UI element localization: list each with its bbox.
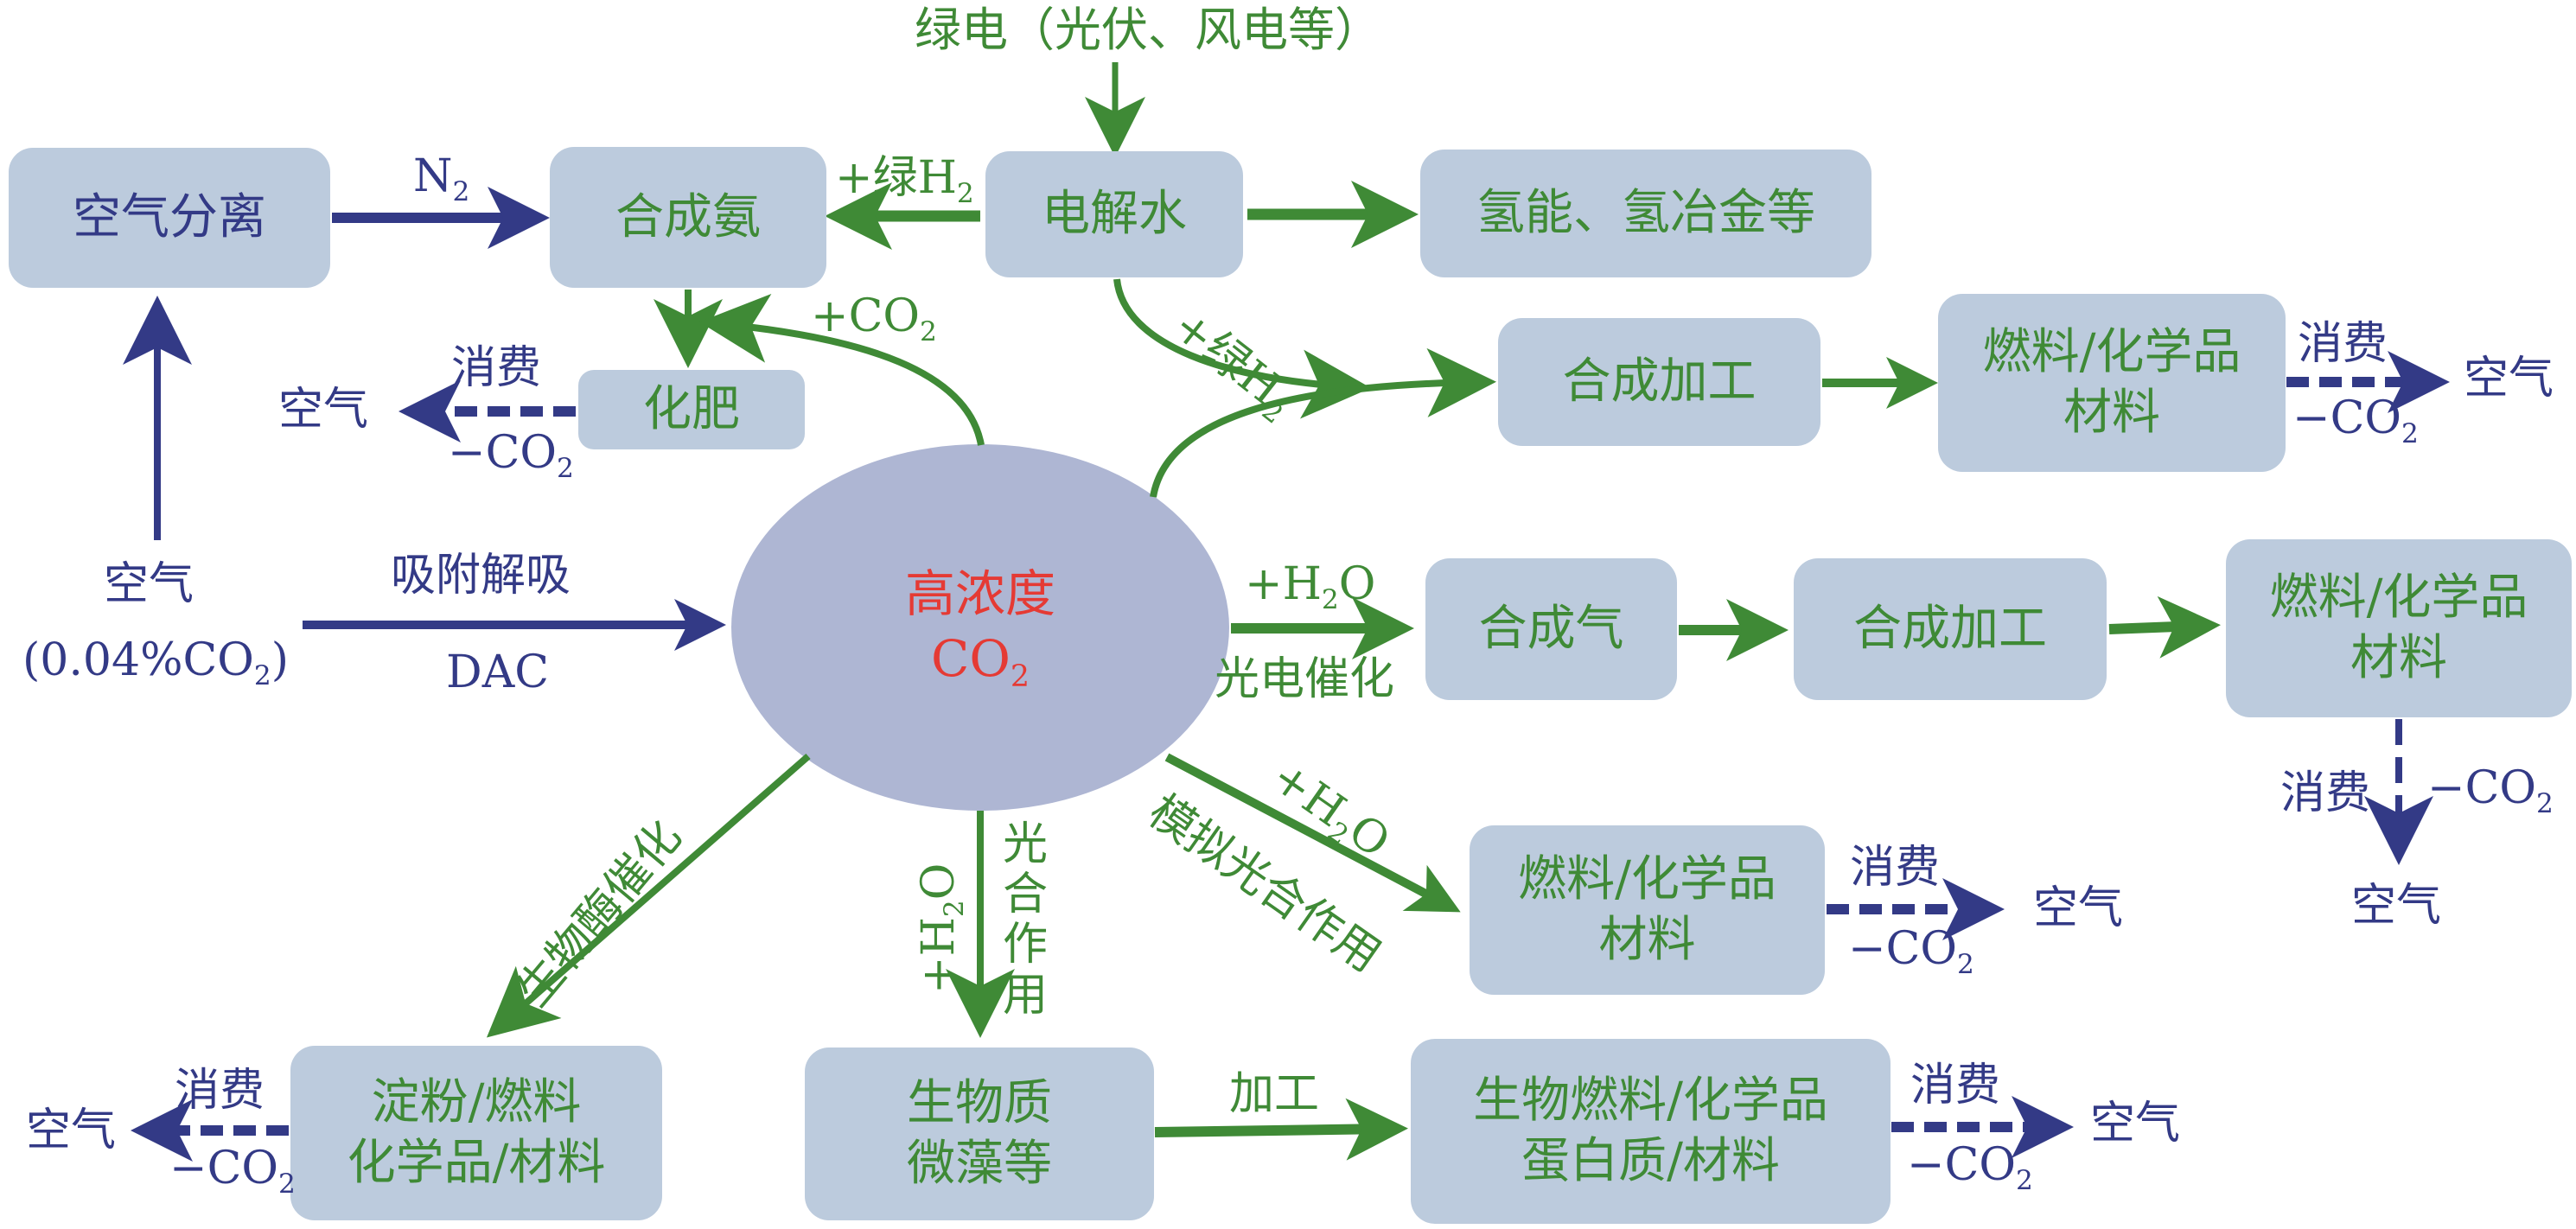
plus-h2o-label-photoelectro: +H2O bbox=[1245, 558, 1376, 615]
air-label-biofuel: 空气 bbox=[2090, 1098, 2181, 1149]
minus-co2-label-sim-fuel: −CO2 bbox=[1848, 923, 1974, 980]
minus-co2-label-fuel-top: −CO2 bbox=[2292, 392, 2419, 449]
box-biofuel[interactable]: 生物燃料/化学品 蛋白质/材料 bbox=[1411, 1039, 1891, 1224]
center-line2: CO2 bbox=[930, 629, 1030, 695]
arrow-co2-to-synthesis bbox=[1150, 347, 1496, 498]
box-electrolysis[interactable]: 电解水 bbox=[985, 151, 1243, 277]
consume-label-fuel-top: 消费 bbox=[2298, 318, 2388, 370]
plus-co2-label: +CO2 bbox=[811, 290, 937, 347]
air-label-starch: 空气 bbox=[26, 1105, 117, 1156]
box-fuel-simulated[interactable]: 燃料/化学品 材料 bbox=[1470, 825, 1825, 995]
box-syngas[interactable]: 合成气 bbox=[1425, 558, 1677, 700]
box-starch[interactable]: 淀粉/燃料 化学品/材料 bbox=[290, 1046, 662, 1220]
minus-co2-label-biofuel: −CO2 bbox=[1907, 1139, 2033, 1196]
center-co2-ellipse bbox=[731, 444, 1229, 811]
box-synthesis-mid[interactable]: 合成加工 bbox=[1794, 558, 2107, 700]
arrow-electrolysis-to-synthesis bbox=[1113, 278, 1371, 419]
consume-label-fuel-mid: 消费 bbox=[2280, 767, 2371, 819]
arrow-co2-to-fertilizer bbox=[699, 294, 985, 446]
box-air-separation[interactable]: 空气分离 bbox=[9, 148, 330, 288]
air-label-fuel-mid: 空气 bbox=[2351, 880, 2442, 932]
center-co2-label: 高浓度 CO2 bbox=[851, 562, 1110, 697]
box-biomass[interactable]: 生物质 微藻等 bbox=[805, 1048, 1154, 1220]
arrow-co2-to-simulated-fuel bbox=[1164, 753, 1461, 913]
arrow-co2-to-starch bbox=[486, 753, 811, 1038]
consume-label-sim-fuel: 消费 bbox=[1850, 842, 1941, 894]
photoelectro-label: 光电催化 bbox=[1215, 653, 1395, 705]
green-h2-label-left: +绿H2 bbox=[835, 152, 974, 209]
box-synthesis-top[interactable]: 合成加工 bbox=[1498, 318, 1820, 446]
arrow-synthesis-to-fuel-mid bbox=[2108, 595, 2221, 659]
consume-label-biofuel: 消费 bbox=[1910, 1060, 2001, 1111]
n2-label: N2 bbox=[413, 150, 470, 207]
arrow-biomass-to-biofuel bbox=[1154, 1098, 1408, 1161]
box-fuel-top[interactable]: 燃料/化学品 材料 bbox=[1938, 294, 2286, 472]
plus-h2o-label-photosynthesis: +H2O bbox=[913, 863, 970, 994]
processing-label: 加工 bbox=[1229, 1068, 1320, 1120]
dac-below-label: DAC bbox=[446, 646, 550, 698]
minus-co2-label-fuel-mid: −CO2 bbox=[2427, 762, 2554, 819]
center-line1: 高浓度 bbox=[904, 564, 1055, 623]
box-hydrogen-energy[interactable]: 氢能、氢冶金等 bbox=[1420, 150, 1871, 277]
box-fuel-mid[interactable]: 燃料/化学品 材料 bbox=[2226, 539, 2572, 717]
minus-co2-label-starch: −CO2 bbox=[169, 1143, 296, 1200]
air-label-fertilizer: 空气 bbox=[278, 384, 369, 436]
dac-above-label: 吸附解吸 bbox=[391, 550, 571, 602]
consume-label-fertilizer: 消费 bbox=[451, 342, 542, 394]
consume-label-starch: 消费 bbox=[175, 1065, 265, 1117]
air-label-sim-fuel: 空气 bbox=[2033, 882, 2124, 934]
green-power-label: 绿电（光伏、风电等） bbox=[915, 3, 1381, 57]
air-label-fuel-top: 空气 bbox=[2464, 353, 2554, 404]
box-fertilizer[interactable]: 化肥 bbox=[578, 370, 805, 449]
air-source-line2: (0.04%CO2) bbox=[22, 634, 290, 691]
air-source-line1: 空气 bbox=[104, 558, 194, 610]
box-ammonia-synthesis[interactable]: 合成氨 bbox=[550, 147, 826, 288]
photosynthesis-label: 光合作用 bbox=[1003, 818, 1049, 1022]
minus-co2-label-fertilizer: −CO2 bbox=[448, 427, 574, 484]
